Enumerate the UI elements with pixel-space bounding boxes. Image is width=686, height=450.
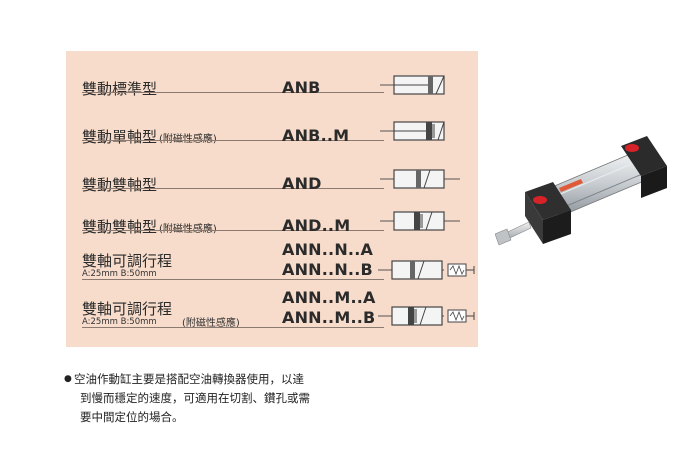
model-name-text: 雙動雙軸型: [82, 176, 158, 194]
air-oil-cylinder-product-image: [495, 136, 667, 246]
leader-line: [82, 92, 384, 93]
model-name: 雙軸可調行程: [82, 298, 172, 319]
model-name-text: 雙動標準型: [82, 80, 158, 98]
magnetic-note: (附磁性感應): [159, 134, 217, 145]
note-line-3: 要中間定位的場合。: [80, 410, 184, 424]
leader-line: [82, 188, 384, 189]
model-name: 雙動雙軸型(附磁性感應): [82, 216, 217, 237]
double-rod-magnetic-cylinder-symbol: [380, 211, 460, 231]
leader-line: [82, 140, 384, 141]
adjustable-stroke-cylinder-symbol: [378, 260, 475, 280]
magnetic-note: (附磁性感應): [159, 224, 217, 235]
model-name-text: 雙動單軸型: [82, 128, 158, 146]
leader-line: [82, 327, 384, 328]
model-code: ANB..M: [282, 126, 350, 145]
note-line-2: 到慢而穩定的速度，可適用在切割、鑽孔或需: [80, 391, 310, 405]
stroke-spec: A:25mm B:50mm: [82, 269, 157, 279]
model-name-text: 雙動雙軸型: [82, 218, 158, 236]
stroke-spec: A:25mm B:50mm: [82, 317, 157, 327]
bullet-icon: ●: [64, 374, 72, 384]
model-code-a: ANN..N..A: [282, 240, 374, 259]
double-rod-cylinder-symbol: [380, 169, 460, 189]
magnetic-cylinder-symbol: [380, 121, 445, 141]
model-name-text: 雙軸可調行程: [82, 300, 173, 318]
double-acting-cylinder-symbol: [380, 75, 445, 95]
magnetic-note: (附磁性感應): [182, 318, 240, 329]
adjustable-stroke-magnetic-cylinder-symbol: [378, 306, 475, 326]
note-line-1: 空油作動缸主要是搭配空油轉換器使用，以達: [74, 372, 304, 386]
model-code: AND: [282, 174, 322, 193]
leader-line: [82, 230, 384, 231]
leader-line: [82, 279, 384, 280]
model-name: 雙軸可調行程: [82, 250, 172, 271]
model-code-b: ANN..N..B: [282, 260, 373, 279]
model-code-b: ANN..M..B: [282, 308, 376, 327]
model-code: ANB: [282, 78, 321, 97]
model-code: AND..M: [282, 216, 351, 235]
model-code-a: ANN..M..A: [282, 288, 376, 307]
model-name: 雙動雙軸型: [82, 174, 157, 195]
model-name: 雙動單軸型(附磁性感應): [82, 126, 217, 147]
model-name: 雙動標準型: [82, 78, 157, 99]
model-table-panel: [66, 51, 478, 347]
model-name-text: 雙軸可調行程: [82, 252, 173, 270]
